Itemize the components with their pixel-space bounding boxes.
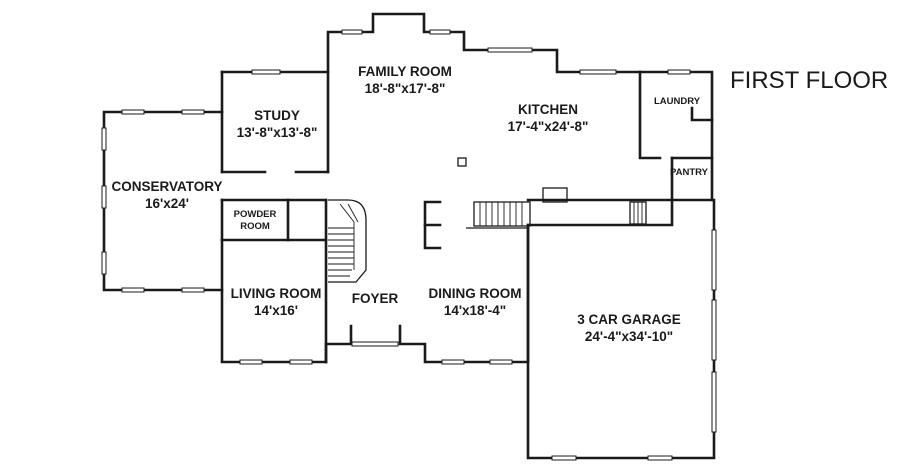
window bbox=[647, 455, 673, 461]
window bbox=[441, 359, 465, 365]
kitchen-name: KITCHEN bbox=[518, 102, 578, 117]
window bbox=[251, 69, 281, 75]
window bbox=[121, 287, 145, 293]
window bbox=[239, 359, 263, 365]
garage-size: 24'-4"x34'-10" bbox=[585, 329, 673, 344]
laundry-wall bbox=[638, 70, 714, 122]
window bbox=[341, 29, 363, 35]
window bbox=[101, 251, 107, 275]
window bbox=[289, 359, 313, 365]
interior-walls bbox=[220, 70, 714, 364]
dining-room-size: 14'x18'-4" bbox=[444, 303, 506, 318]
window bbox=[429, 29, 451, 35]
kitchen-size: 17'-4"x24'-8" bbox=[508, 119, 589, 134]
front-entry-wall bbox=[324, 324, 353, 364]
family-room-size: 18'-8"x17'-8" bbox=[365, 81, 446, 96]
laundry-closet bbox=[690, 106, 714, 122]
conservatory-size: 16'x24' bbox=[145, 196, 189, 211]
garage-door bbox=[711, 371, 717, 433]
kitchen-column bbox=[457, 157, 467, 167]
room-labels: FIRST FLOOR FAMILY ROOM 18'-8"x17'-8" KI… bbox=[111, 64, 888, 344]
window bbox=[551, 455, 577, 461]
window bbox=[487, 47, 533, 53]
laundry-left-wall bbox=[638, 70, 662, 160]
garage-door bbox=[711, 299, 717, 361]
dining-room-name: DINING ROOM bbox=[429, 286, 522, 301]
foyer-staircase bbox=[328, 199, 367, 283]
living-room-name: LIVING ROOM bbox=[231, 286, 322, 301]
window bbox=[667, 69, 691, 75]
powder-room-name-line2: ROOM bbox=[240, 221, 270, 232]
window bbox=[489, 359, 513, 365]
floor-title: FIRST FLOOR bbox=[730, 67, 888, 94]
windows bbox=[101, 29, 717, 461]
window bbox=[101, 127, 107, 151]
study-size: 13'-8"x13'-8" bbox=[237, 125, 318, 140]
conservatory-name: CONSERVATORY bbox=[111, 179, 222, 194]
front-door bbox=[351, 341, 399, 347]
garage-wall bbox=[526, 198, 716, 460]
window bbox=[181, 109, 205, 115]
powder-room-name-line1: POWDER bbox=[234, 209, 277, 220]
window bbox=[579, 69, 617, 75]
family-room-top-wall bbox=[220, 12, 642, 74]
family-room-name: FAMILY ROOM bbox=[358, 64, 452, 79]
laundry-name: LAUNDRY bbox=[654, 96, 701, 107]
window bbox=[101, 185, 107, 209]
garage-name: 3 CAR GARAGE bbox=[577, 312, 681, 327]
kitchen-staircase bbox=[473, 187, 647, 227]
study-name: STUDY bbox=[254, 108, 300, 123]
window bbox=[121, 109, 145, 115]
garage-door bbox=[711, 229, 717, 291]
window bbox=[181, 287, 205, 293]
pantry-name: PANTRY bbox=[670, 167, 709, 178]
foyer-name: FOYER bbox=[352, 291, 399, 306]
living-room-left-wall bbox=[220, 198, 328, 364]
living-room-size: 14'x16' bbox=[254, 303, 298, 318]
